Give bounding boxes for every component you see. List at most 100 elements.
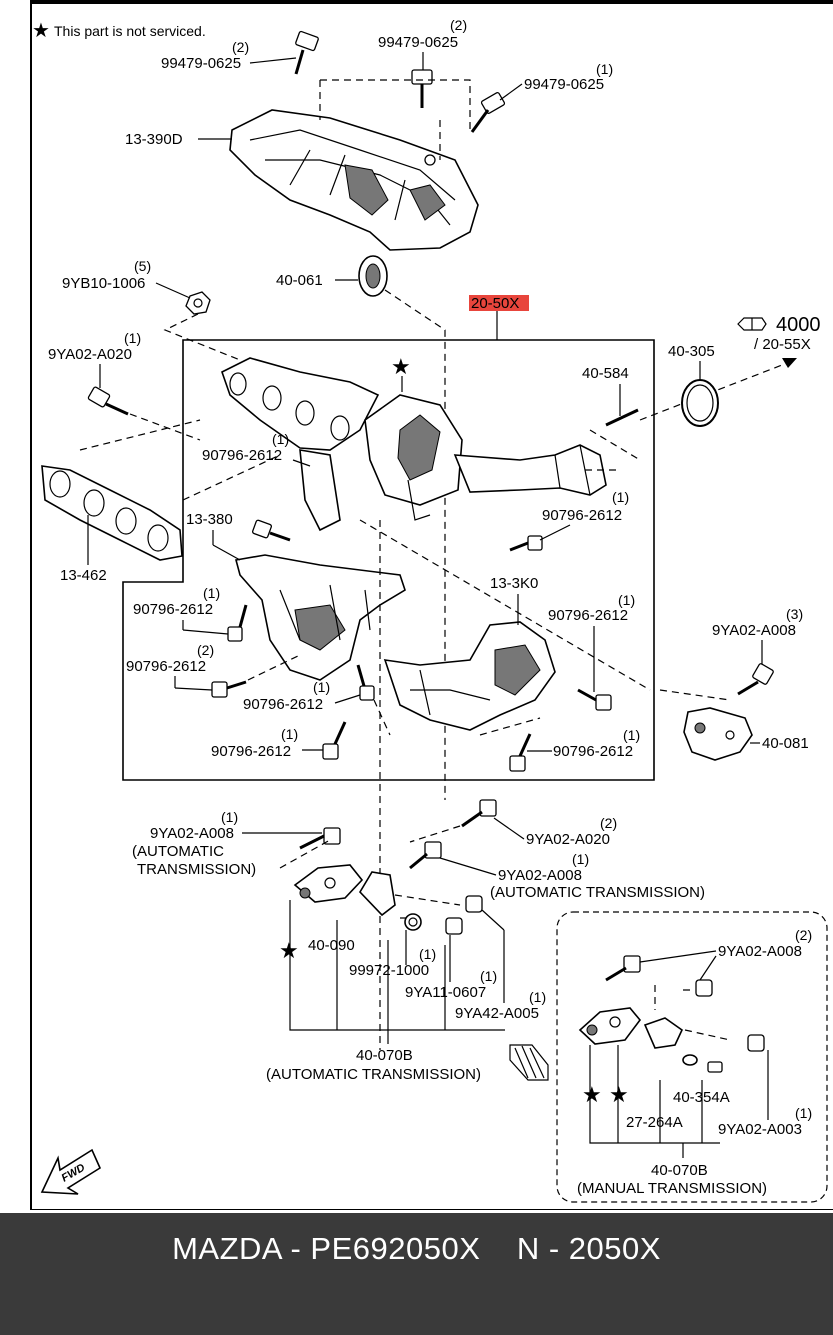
qty-bolt-2612-e: (2)	[197, 642, 214, 658]
qty-stud-a020: (1)	[124, 330, 141, 346]
label-bracket-081[interactable]: 40-081	[762, 735, 809, 752]
label-stud-584[interactable]: 40-584	[582, 365, 629, 382]
qty-mt-bolt-a003: (1)	[795, 1105, 812, 1121]
label-stud-a020[interactable]: 9YA02-A020	[48, 346, 132, 363]
exhaust-manifold-assembly	[221, 357, 607, 532]
qty-bolt-2612-c: (1)	[618, 592, 635, 608]
bolt-top-right	[470, 92, 506, 133]
label-bolt-tr[interactable]: 99479-0625	[524, 76, 604, 93]
mt-bolt-a008-right	[695, 979, 713, 997]
label-mt-264a[interactable]: 27-264A	[626, 1114, 683, 1131]
assembly-label[interactable]: 20-50X	[471, 295, 519, 312]
label-bolt-tc[interactable]: 99479-0625	[378, 34, 458, 51]
label-bolt-2612-h[interactable]: 90796-2612	[553, 743, 633, 760]
star-at-icon: ★	[279, 938, 299, 963]
bolt-2612-c	[577, 688, 612, 711]
label-insulator-upper[interactable]: 13-390D	[125, 131, 183, 148]
bolt-13-380	[252, 519, 291, 542]
bolt-2612-d	[227, 604, 248, 642]
part-number-caption: MAZDA - PE692050X N - 2050X	[172, 1231, 661, 1266]
label-bolt-a020-b[interactable]: 9YA02-A020	[526, 831, 610, 848]
bolt-a008-right	[737, 663, 774, 696]
exploded-parts-diagram: ★ This part is not serviced. 20-50X 13-3…	[30, 0, 833, 1210]
label-bracket-090[interactable]: 40-090	[308, 937, 355, 954]
bolt-9ya11-0607	[445, 917, 463, 935]
label-kit-mt[interactable]: 40-070B	[651, 1162, 708, 1179]
qty-bolt-a020-b: (2)	[600, 815, 617, 831]
washer-99972-1000	[404, 913, 422, 931]
assembly-box	[122, 339, 655, 781]
qty-bolt-a008-c: (1)	[572, 851, 589, 867]
legend-note: This part is not serviced.	[54, 23, 206, 39]
qty-bolt-2612-f: (1)	[313, 679, 330, 695]
label-bolt-2612-e[interactable]: 90796-2612	[126, 658, 206, 675]
heat-insulator-13-380	[235, 554, 406, 681]
gasket-ring-40-305	[681, 379, 719, 427]
stud-9ya02-a020	[87, 386, 129, 416]
ref-icon	[737, 317, 767, 331]
label-bolt-tl[interactable]: 99479-0625	[161, 55, 241, 72]
label-insulator-3k0[interactable]: 13-3K0	[490, 575, 538, 592]
qty-bolt-tr: (1)	[596, 61, 613, 77]
label-bolt-2612-c[interactable]: 90796-2612	[548, 607, 628, 624]
label-bolt-2612-d[interactable]: 90796-2612	[133, 601, 213, 618]
qty-bolt-tl: (2)	[232, 39, 249, 55]
label-mt-bolt-a008[interactable]: 9YA02-A008	[718, 943, 802, 960]
qty-bolt-2612-a: (1)	[272, 431, 289, 447]
heat-insulator-13-3k0	[383, 621, 556, 736]
bolt-2612-h	[509, 733, 532, 772]
heat-insulator-upper	[229, 109, 479, 251]
bolt-9ya42-a005	[465, 895, 483, 913]
label-at-line2: TRANSMISSION)	[137, 861, 256, 878]
qty-bolt-a008-r: (3)	[786, 606, 803, 622]
label-bolt-2612-g[interactable]: 90796-2612	[211, 743, 291, 760]
star-manifold-icon: ★	[391, 354, 411, 379]
qty-bolt-tc: (2)	[450, 17, 467, 33]
label-bolt-a008-at[interactable]: 9YA02-A008	[150, 825, 234, 842]
grommet-40-061	[358, 255, 388, 297]
label-nut[interactable]: 9YB10-1006	[62, 275, 145, 292]
transmission-icon	[509, 1044, 549, 1081]
qty-bolt-2612-b: (1)	[612, 489, 629, 505]
manifold-gasket-13-462	[41, 465, 183, 561]
qty-bolt-a008-at: (1)	[221, 809, 238, 825]
label-ref[interactable]: 4000	[776, 314, 821, 336]
star-mt-2-icon: ★	[609, 1082, 629, 1107]
qty-bolt-2612-d: (1)	[203, 585, 220, 601]
qty-bolt-2612-h: (1)	[623, 727, 640, 743]
qty-nut: (5)	[134, 258, 151, 274]
qty-mt-bolt-a008: (2)	[795, 927, 812, 943]
qty-bolt-0607: (1)	[480, 968, 497, 984]
label-washer[interactable]: 99972-1000	[349, 962, 429, 979]
label-bolt-a008-r[interactable]: 9YA02-A008	[712, 622, 796, 639]
label-bolt-a008-c[interactable]: 9YA02-A008	[498, 867, 582, 884]
label-gasket-ring[interactable]: 40-305	[668, 343, 715, 360]
label-mt-354a[interactable]: 40-354A	[673, 1089, 730, 1106]
label-bolt-2612-f[interactable]: 90796-2612	[243, 696, 323, 713]
label-mt-bolt-a003[interactable]: 9YA02-A003	[718, 1121, 802, 1138]
label-bolt-2612-a[interactable]: 90796-2612	[202, 447, 282, 464]
label-insulator-lower[interactable]: 13-380	[186, 511, 233, 528]
qty-washer: (1)	[419, 946, 436, 962]
note-star-icon: ★	[32, 20, 50, 42]
bolt-2612-b	[509, 535, 543, 552]
bolt-a008-center	[409, 841, 442, 870]
bolt-a008-at	[299, 827, 341, 850]
label-kit-at-note: (AUTOMATIC TRANSMISSION)	[266, 1066, 481, 1083]
label-manifold-gasket[interactable]: 13-462	[60, 567, 107, 584]
qty-bolt-a005: (1)	[529, 989, 546, 1005]
mt-box	[556, 911, 828, 1203]
label-at-line1: (AUTOMATIC	[132, 843, 224, 860]
bolt-top-left	[294, 30, 319, 75]
label-ref-sub[interactable]: / 20-55X	[754, 336, 811, 353]
label-grommet[interactable]: 40-061	[276, 272, 323, 289]
bolt-2612-e	[211, 680, 247, 698]
label-at-full: (AUTOMATIC TRANSMISSION)	[490, 884, 705, 901]
label-kit-at[interactable]: 40-070B	[356, 1047, 413, 1064]
label-bolt-a005[interactable]: 9YA42-A005	[455, 1005, 539, 1022]
mt-bolt-a008-left	[605, 955, 641, 982]
bolt-2612-g	[322, 721, 347, 760]
label-bolt-2612-b[interactable]: 90796-2612	[542, 507, 622, 524]
bolt-a020-lower	[461, 799, 497, 828]
bolt-top-center	[411, 69, 433, 108]
